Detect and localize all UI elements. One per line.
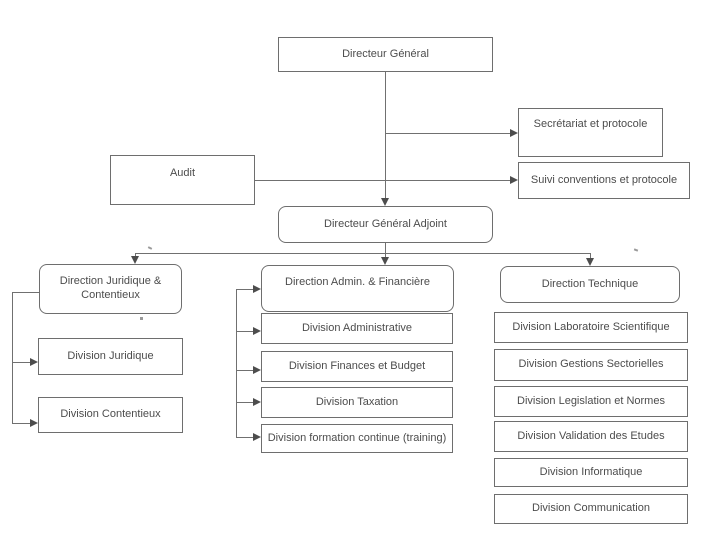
- node-division-juridique: Division Juridique: [38, 338, 183, 375]
- connector-audit-to-suivi: [255, 180, 511, 181]
- node-division-legislation-et-normes: Division Legislation et Normes: [494, 386, 688, 417]
- arrowhead-into-secretariat: [510, 129, 518, 137]
- arrowhead-into-direction-admin: [381, 257, 389, 265]
- node-division-taxation: Division Taxation: [261, 387, 453, 418]
- arrowhead-into-division-finances: [253, 366, 261, 374]
- node-suivi-conventions-et-protocole: Suivi conventions et protocole: [518, 162, 690, 199]
- node-direction-admin-financiere: Direction Admin. & Financière: [261, 265, 454, 312]
- scan-artifact: [633, 248, 639, 252]
- node-division-contentieux: Division Contentieux: [38, 397, 183, 433]
- connector-dga-stub: [385, 243, 386, 253]
- connector-drop-juridique: [135, 253, 136, 257]
- node-directeur-general: Directeur Général: [278, 37, 493, 72]
- node-division-validation-des-etudes: Division Validation des Etudes: [494, 421, 688, 452]
- node-direction-technique: Direction Technique: [500, 266, 680, 303]
- connector-to-division-contentieux: [12, 423, 31, 424]
- arrowhead-into-direction-technique: [586, 258, 594, 266]
- arrowhead-into-division-administrative: [253, 327, 261, 335]
- node-division-informatique: Division Informatique: [494, 458, 688, 487]
- arrowhead-into-dga: [381, 198, 389, 206]
- node-division-administrative: Division Administrative: [261, 313, 453, 344]
- connector-to-division-taxation: [236, 402, 254, 403]
- connector-drop-admin: [385, 253, 386, 258]
- scan-artifact: [140, 317, 143, 320]
- connector-juridique-bracket: [12, 292, 13, 423]
- node-secretariat-et-protocole: Secrétariat et protocole: [518, 108, 663, 157]
- connector-dg-to-dga: [385, 72, 386, 200]
- arrowhead-into-suivi: [510, 176, 518, 184]
- arrowhead-into-direction-juridique: [131, 256, 139, 264]
- node-division-laboratoire-scientifique: Division Laboratoire Scientifique: [494, 312, 688, 343]
- connector-to-division-formation: [236, 437, 254, 438]
- node-division-communication: Division Communication: [494, 494, 688, 524]
- arrowhead-into-division-contentieux: [30, 419, 38, 427]
- arrowhead-into-division-formation: [253, 433, 261, 441]
- connector-to-division-juridique: [12, 362, 31, 363]
- node-directeur-general-adjoint: Directeur Général Adjoint: [278, 206, 493, 243]
- node-division-finances-et-budget: Division Finances et Budget: [261, 351, 453, 382]
- connector-admin-bracket: [236, 289, 237, 437]
- connector-to-division-administrative: [236, 331, 254, 332]
- node-audit: Audit: [110, 155, 255, 205]
- connector-dg-to-secretariat: [386, 133, 511, 134]
- scan-artifact: [147, 246, 153, 250]
- node-division-formation-continue: Division formation continue (training): [261, 424, 453, 453]
- arrowhead-into-direction-admin-left: [253, 285, 261, 293]
- connector-to-division-finances: [236, 370, 254, 371]
- connector-distribution-line: [135, 253, 590, 254]
- arrowhead-into-division-juridique: [30, 358, 38, 366]
- connector-juridique-bracket-stub: [12, 292, 39, 293]
- connector-drop-technique: [590, 253, 591, 258]
- node-division-gestions-sectorielles: Division Gestions Sectorielles: [494, 349, 688, 381]
- node-direction-juridique-contentieux: Direction Juridique & Contentieux: [39, 264, 182, 314]
- arrowhead-into-division-taxation: [253, 398, 261, 406]
- connector-to-direction-admin: [236, 289, 254, 290]
